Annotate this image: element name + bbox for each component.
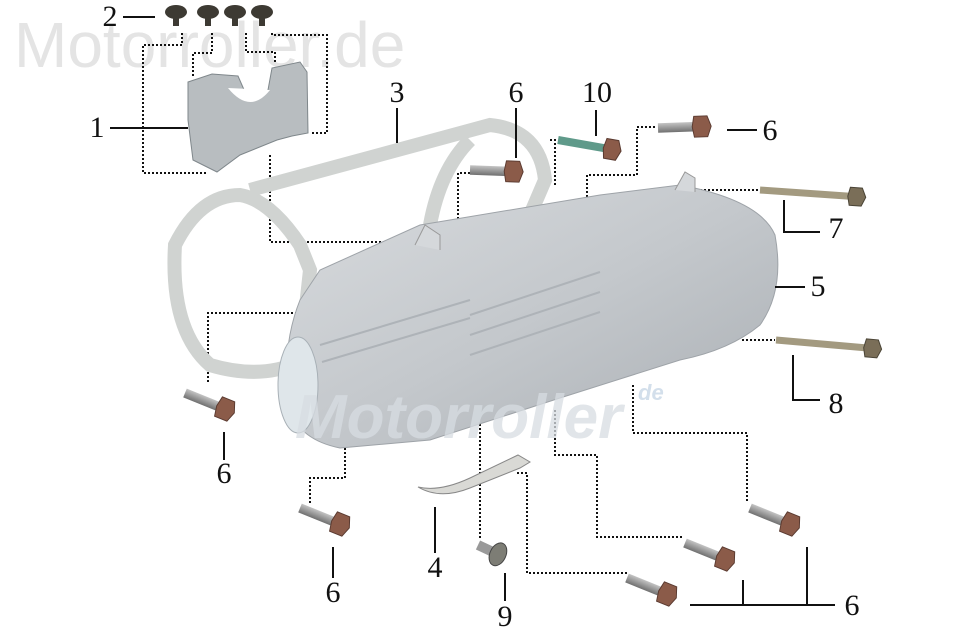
part-10-bolt (557, 136, 622, 161)
part-6-bolt-f (680, 532, 739, 574)
callout-6c: 6 (216, 457, 232, 490)
callout-6e: 6 (844, 589, 860, 622)
part-8-long-bolt (774, 330, 883, 359)
callout-3: 3 (389, 76, 405, 109)
part-1-plate (187, 61, 309, 173)
callout-2: 2 (102, 0, 118, 33)
callout-6a: 6 (508, 76, 524, 109)
part-2-screws (165, 5, 273, 26)
callout-6b: 6 (762, 114, 778, 147)
callout-9: 9 (497, 600, 513, 633)
callout-5: 5 (810, 270, 826, 303)
callout-1: 1 (89, 111, 105, 144)
callout-6d: 6 (325, 576, 341, 609)
part-6-bolt-c (180, 382, 239, 424)
part-6-bolt-b (657, 115, 713, 139)
watermark-center-suffix: de (638, 380, 664, 405)
callout-10: 10 (582, 76, 612, 109)
part-9-bolt (475, 540, 508, 567)
part-6-bolt-d (295, 497, 354, 539)
callout-7: 7 (828, 212, 844, 245)
part-4-bracket (417, 454, 531, 495)
part-6-bolt-a (469, 159, 525, 183)
part-6-bolt-e (622, 567, 681, 609)
callout-4: 4 (427, 551, 443, 584)
leader-lines (110, 16, 835, 606)
watermark-center: Motorroller (295, 383, 623, 452)
part-6-bolt-g (745, 497, 804, 539)
callout-8: 8 (828, 387, 844, 420)
part-5-cover (277, 171, 779, 449)
part-7-long-bolt (758, 180, 867, 207)
